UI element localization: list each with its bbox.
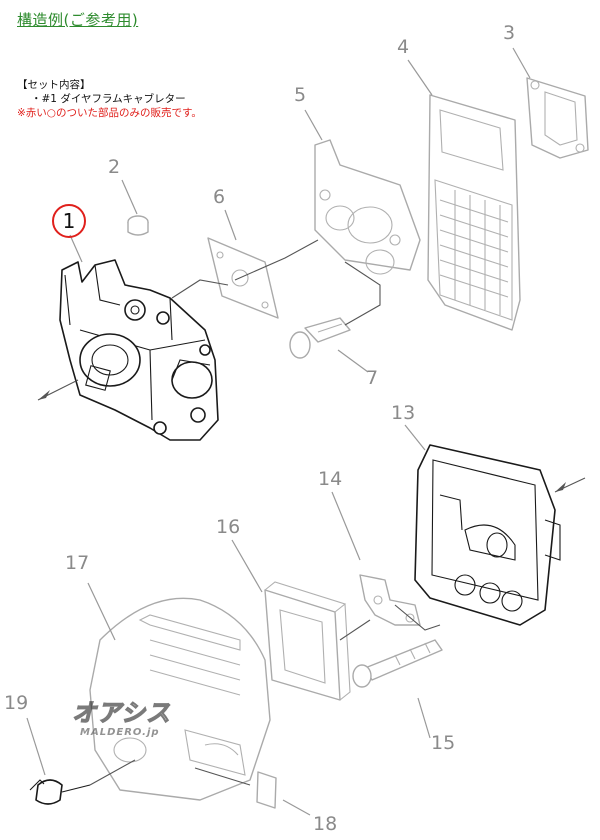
callout-1-highlighted: 1 [52, 204, 86, 238]
part-3-gasket [526, 77, 589, 159]
part-4-filter-plate [427, 94, 521, 331]
page-title: 構造例(ご参考用) [17, 11, 139, 29]
part-18-gasket [256, 771, 277, 809]
callout-5: 5 [294, 84, 307, 106]
set-contents-heading: 【セット内容】 [17, 79, 91, 91]
callout-15: 15 [431, 732, 456, 754]
part-16-filter-sponge [264, 581, 351, 701]
watermark-logo: オアシス [71, 698, 172, 727]
part-17-cover [89, 597, 271, 801]
leader-lines [26, 47, 531, 816]
part-5-adapter [314, 139, 421, 275]
part-13-cleaner-case [414, 444, 561, 626]
callout-13: 13 [391, 402, 416, 424]
part-19-knob [29, 779, 91, 805]
callout-4: 4 [397, 36, 410, 58]
callout-7: 7 [366, 367, 379, 389]
set-contents-item: ・#1 ダイヤフラムキャブレター [31, 93, 186, 105]
callout-19: 19 [4, 692, 29, 714]
callout-18: 18 [313, 813, 338, 835]
part-14-bracket [359, 574, 421, 626]
set-contents: 【セット内容】 ・#1 ダイヤフラムキャブレター ※赤い○のついた部品のみの販売… [17, 78, 202, 120]
callout-14: 14 [318, 468, 343, 490]
callout-6: 6 [213, 186, 226, 208]
callout-16: 16 [216, 516, 241, 538]
part-7-bolt [289, 317, 351, 359]
part-6-gasket [207, 237, 279, 319]
watermark-site: MALDERO.jp [80, 727, 160, 738]
callout-17: 17 [65, 552, 90, 574]
callout-3: 3 [503, 22, 516, 44]
callout-2: 2 [108, 156, 121, 178]
set-contents-note: ※赤い○のついた部品のみの販売です。 [17, 107, 202, 119]
part-15-long-bolt [352, 639, 443, 688]
part-1-carburetor [59, 259, 219, 441]
part-2-collar [127, 215, 149, 236]
direction-arrows [37, 379, 586, 493]
